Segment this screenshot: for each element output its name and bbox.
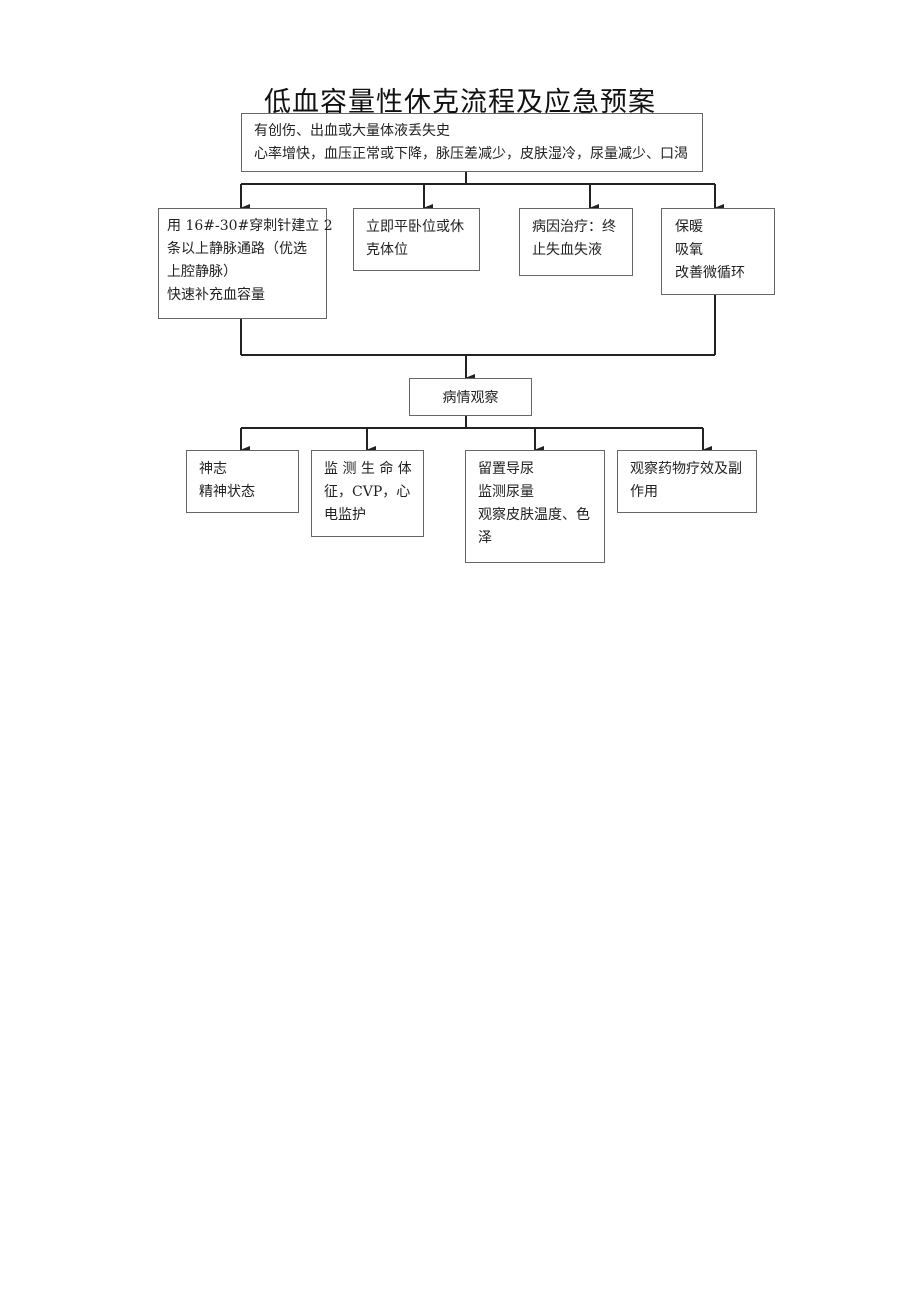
intervention-line: 止失血失液 [532, 242, 602, 258]
intervention-line: 克体位 [366, 242, 408, 258]
monitor-line: 留置导尿 [478, 461, 534, 477]
intervention-box-iv-access: 用 16#-30#穿刺针建立 2 条以上静脉通路（优选 上腔静脉） 快速补充血容… [158, 208, 333, 319]
intervention-box-cause-treatment: 病因治疗：终 止失血失液 [519, 208, 633, 276]
intervention-box-position: 立即平卧位或休 克体位 [353, 208, 480, 271]
intervention-line: 吸氧 [675, 242, 703, 258]
intervention-line: 条以上静脉通路（优选 [167, 241, 307, 257]
monitor-box-vital-signs: 监 测 生 命 体 征，CVP，心 电监护 [311, 450, 424, 537]
intervention-line: 病因治疗：终 [532, 219, 616, 235]
intervention-line: 上腔静脉） [167, 264, 237, 280]
monitor-line: 征，CVP，心 [324, 484, 411, 500]
monitor-line: 泽 [478, 530, 492, 546]
trigger-history: 有创伤、出血或大量体液丢失史 [254, 123, 450, 139]
trigger-box: 有创伤、出血或大量体液丢失史 心率增快，血压正常或下降，脉压差减少，皮肤湿冷，尿… [241, 113, 703, 172]
intervention-line: 保暖 [675, 219, 703, 235]
monitor-line: 精神状态 [199, 484, 255, 500]
monitor-line: 监 测 生 命 体 [324, 461, 412, 477]
intervention-line: 用 16#-30#穿刺针建立 2 [167, 218, 333, 234]
intervention-box-warmth-oxygen: 保暖 吸氧 改善微循环 [661, 208, 775, 295]
observation-box: 病情观察 [409, 378, 532, 416]
monitor-box-drug-effects: 观察药物疗效及副 作用 [617, 450, 757, 513]
intervention-line: 快速补充血容量 [167, 287, 265, 303]
monitor-line: 观察皮肤温度、色 [478, 507, 590, 523]
monitor-box-consciousness: 神志 精神状态 [186, 450, 299, 513]
monitor-line: 作用 [630, 484, 658, 500]
monitor-line: 观察药物疗效及副 [630, 461, 742, 477]
trigger-symptoms: 心率增快，血压正常或下降，脉压差减少，皮肤湿冷，尿量减少、口渴 [254, 146, 688, 162]
monitor-line: 监测尿量 [478, 484, 534, 500]
monitor-line: 电监护 [324, 507, 366, 523]
page-title: 低血容量性休克流程及应急预案 [264, 87, 656, 118]
intervention-line: 改善微循环 [675, 265, 745, 281]
observation-label: 病情观察 [442, 390, 499, 406]
monitor-box-urine: 留置导尿 监测尿量 观察皮肤温度、色 泽 [465, 450, 605, 563]
monitor-line: 神志 [199, 461, 227, 477]
intervention-line: 立即平卧位或休 [366, 219, 464, 235]
